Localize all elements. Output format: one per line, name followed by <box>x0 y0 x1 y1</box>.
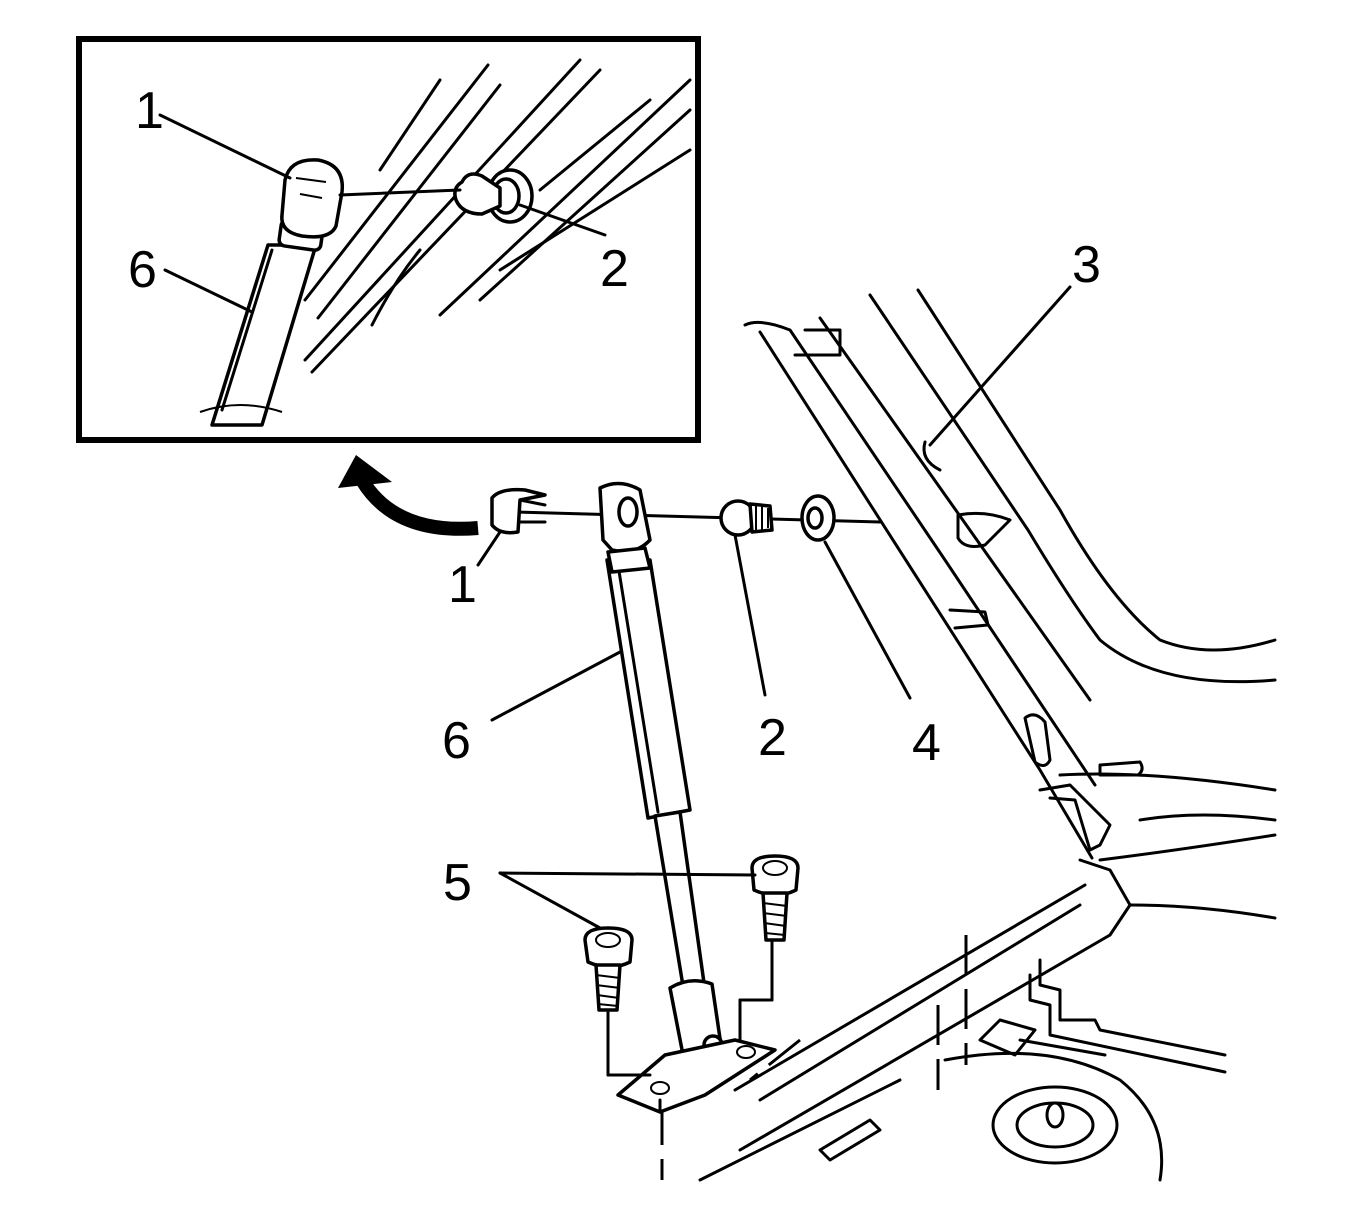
bolt-right <box>738 854 800 1042</box>
callout-leaders <box>476 285 1072 930</box>
inset-alignment-line <box>338 188 462 197</box>
inset-detail: 1 2 6 <box>76 36 701 443</box>
inset-callout-6: 6 <box>128 241 157 299</box>
retainer-clip <box>490 487 547 535</box>
inset-leader-6 <box>163 268 254 314</box>
callout-5: 5 <box>443 854 472 912</box>
inset-strut <box>199 158 345 427</box>
detail-reference-arrow <box>338 455 479 536</box>
inset-leader-1 <box>158 113 292 180</box>
ball-stud <box>719 499 774 537</box>
inset-leader-2 <box>518 203 607 237</box>
vehicle-body-structure <box>698 288 1277 1182</box>
gas-strut <box>598 481 724 1064</box>
inset-panel-edges <box>303 58 692 374</box>
inset-callout-1: 1 <box>135 82 164 140</box>
inset-callout-2: 2 <box>600 240 629 298</box>
inset-ball-stud <box>453 168 534 224</box>
callout-1: 1 <box>448 556 477 614</box>
strut-mount-bracket <box>616 1038 777 1114</box>
inset-frame <box>76 36 701 443</box>
washer <box>800 494 836 542</box>
alignment-dashes <box>660 935 968 1180</box>
callout-6: 6 <box>442 712 471 770</box>
callout-3: 3 <box>1072 236 1101 294</box>
callout-2: 2 <box>758 709 787 767</box>
callout-4: 4 <box>912 714 941 772</box>
bolt-left <box>583 926 652 1077</box>
